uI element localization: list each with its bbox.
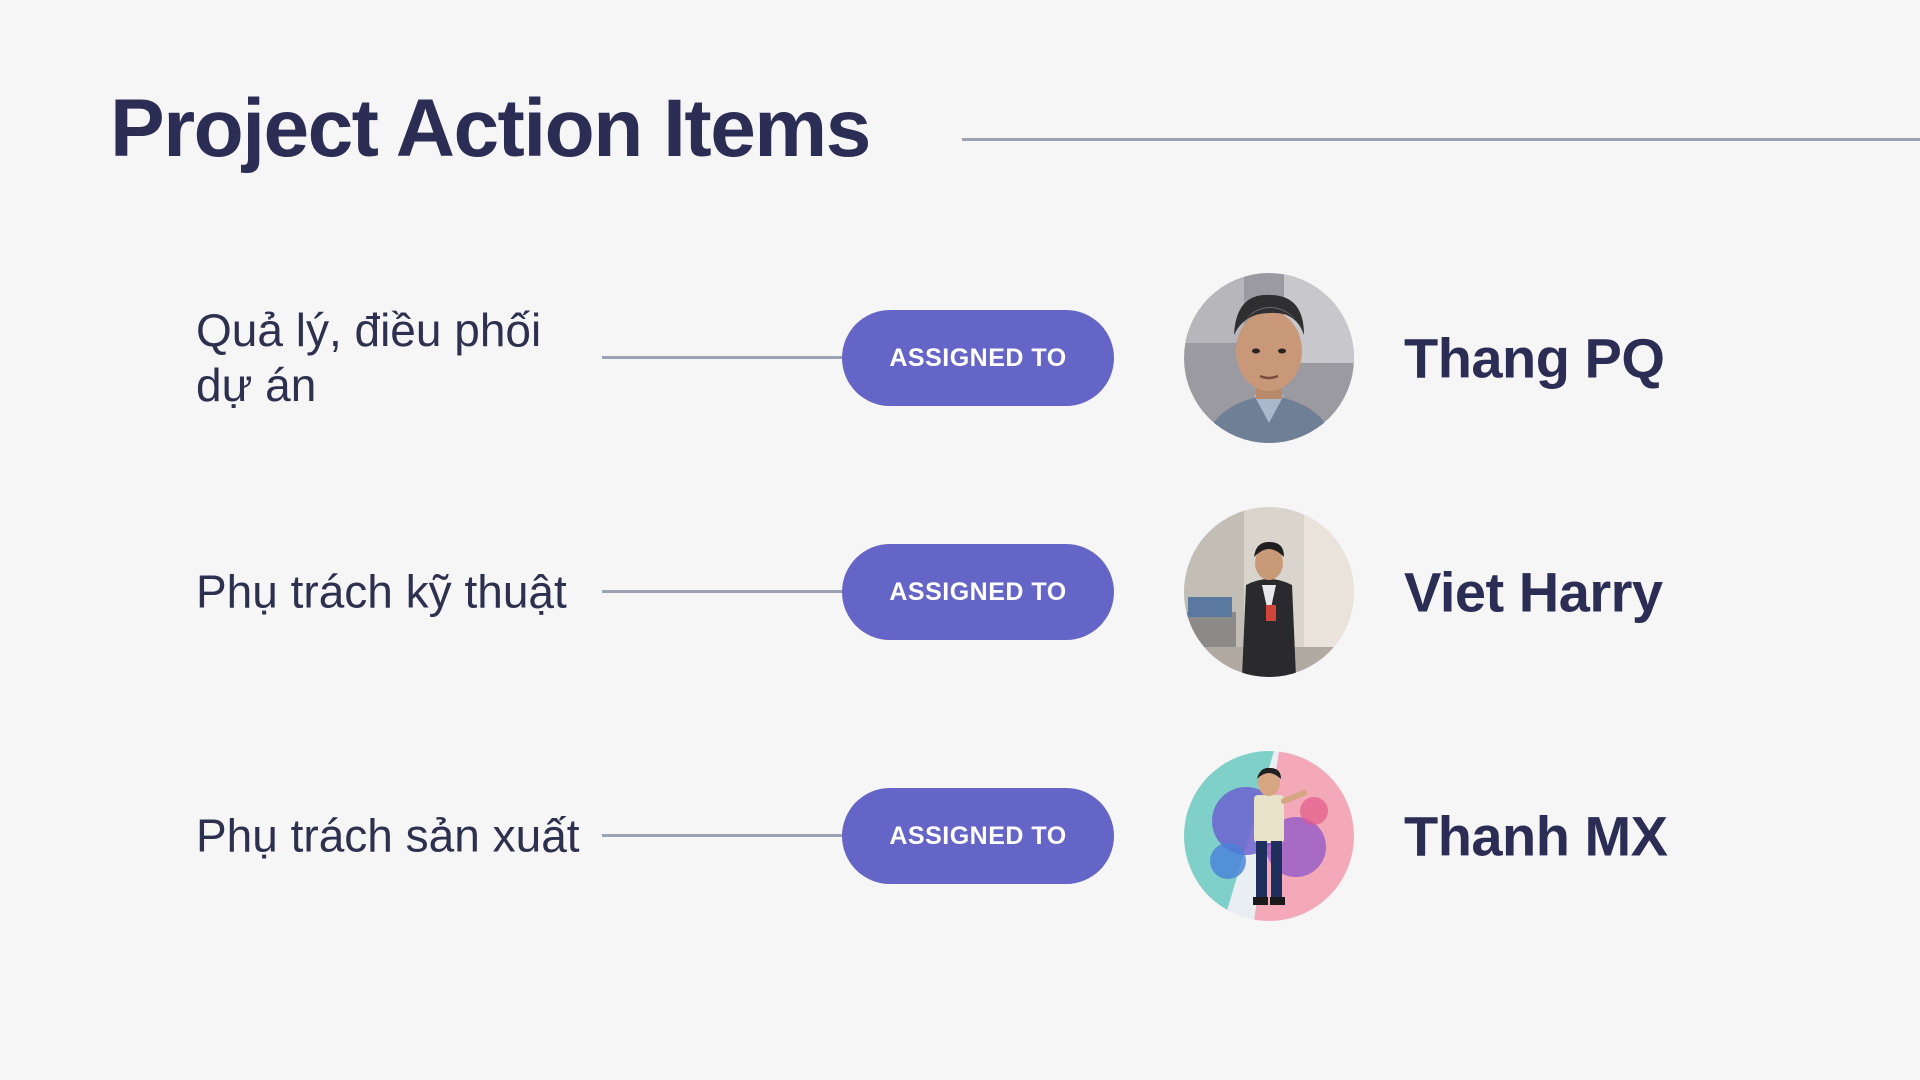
person-colorful-background-photo-icon — [1184, 751, 1354, 921]
connector-line — [602, 356, 842, 359]
action-item-row: Phụ trách kỹ thuật ASSIGNED TO Viet Harr… — [0, 502, 1920, 682]
connector-line — [602, 590, 842, 593]
task-label: Phụ trách sản xuất — [196, 809, 580, 862]
action-item-row: Phụ trách sản xuất ASSIGNED TO Thanh MX — [0, 746, 1920, 926]
task-label: Phụ trách kỹ thuật — [196, 565, 567, 618]
assignee-name: Viet Harry — [1404, 560, 1663, 624]
title-divider — [962, 138, 1920, 141]
avatar — [1184, 507, 1354, 677]
page-title: Project Action Items — [110, 83, 871, 174]
avatar — [1184, 273, 1354, 443]
assigned-to-button[interactable]: ASSIGNED TO — [842, 544, 1114, 640]
avatar — [1184, 751, 1354, 921]
person-standing-photo-icon — [1184, 507, 1354, 677]
assignee-name: Thanh MX — [1404, 804, 1668, 868]
assignee-name: Thang PQ — [1404, 326, 1665, 390]
person-portrait-photo-icon — [1184, 273, 1354, 443]
task-label: Quả lý, điều phối dự án — [196, 304, 542, 411]
assigned-to-button[interactable]: ASSIGNED TO — [842, 788, 1114, 884]
action-item-row: Quả lý, điều phối dự án ASSIGNED TO Than… — [0, 268, 1920, 448]
connector-line — [602, 834, 842, 837]
assigned-to-button[interactable]: ASSIGNED TO — [842, 310, 1114, 406]
